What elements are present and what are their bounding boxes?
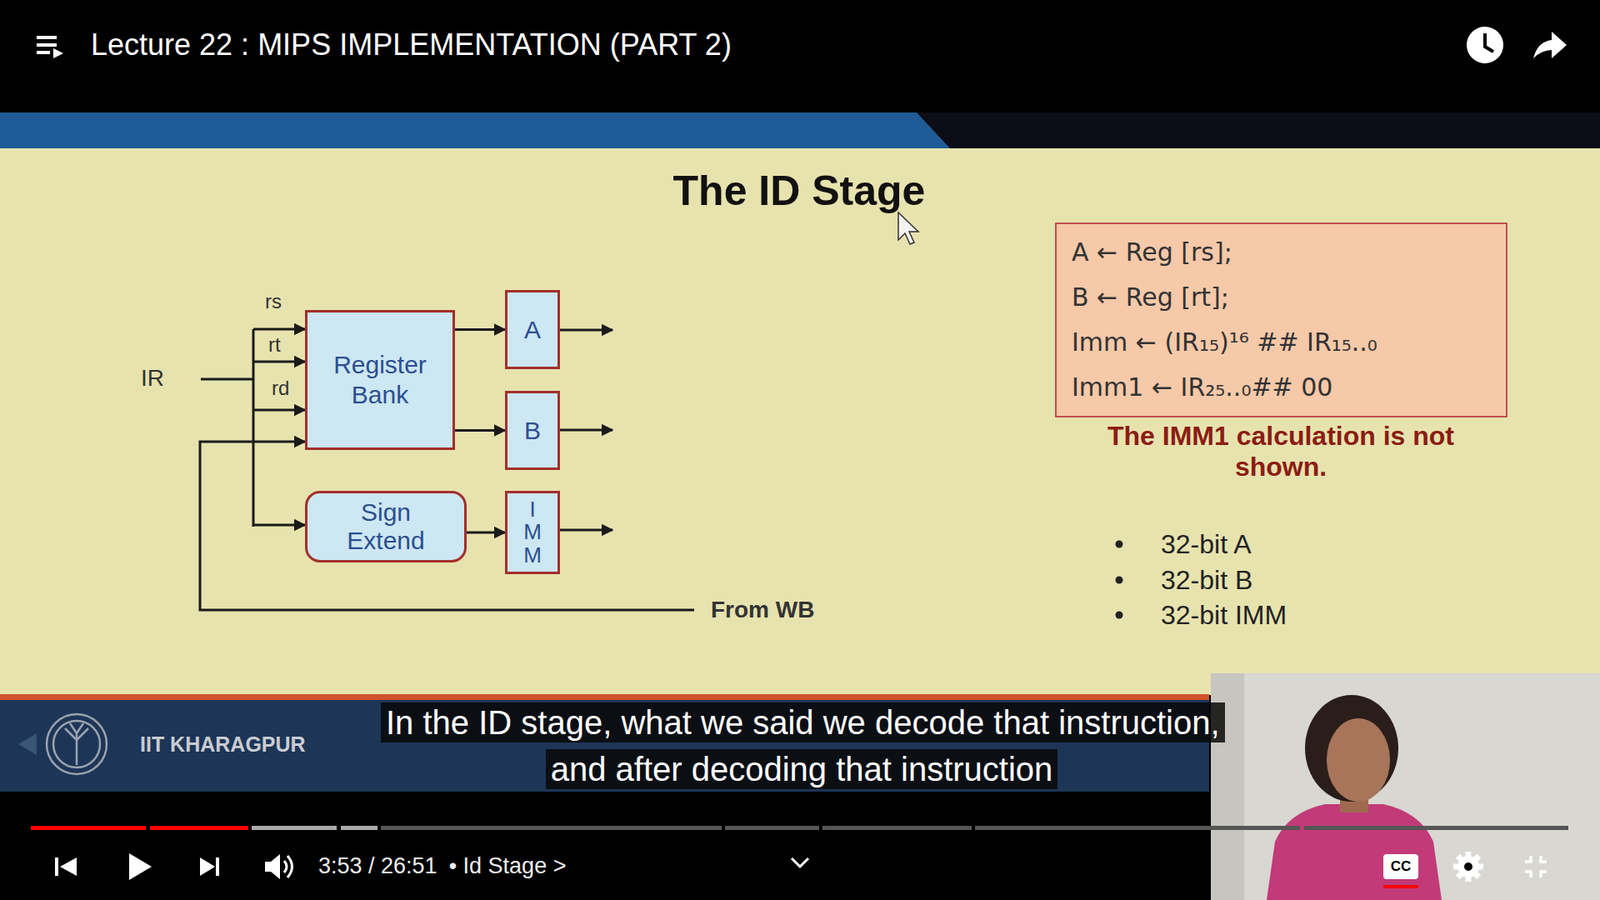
banner-strip [0, 112, 950, 149]
signal-name: From WB [710, 596, 815, 623]
institute-logo [46, 714, 107, 775]
chapter-name: • Id Stage > [449, 853, 567, 879]
register-bank-box: Register Bank [305, 310, 455, 450]
playlist-icon [36, 35, 64, 59]
cc-button-text: CC [1390, 858, 1412, 875]
signal-name-box: rs [265, 290, 282, 314]
connector-arrow [455, 328, 505, 331]
latch-b-box: B [505, 390, 560, 470]
signal-name-box: rt [268, 333, 281, 357]
signal-name: rs [265, 290, 282, 313]
institute-name: IIT KHARAGPUR [140, 732, 306, 756]
connector-arrow [455, 429, 505, 432]
latch-a-box: A [505, 290, 560, 370]
signal-name: rd [271, 376, 290, 400]
signal-name: IR [140, 365, 165, 391]
signal-name-box: IR [140, 365, 165, 392]
banner-dark [0, 112, 1600, 149]
slide-title-box: The ID Stage [673, 166, 926, 215]
mouse-cursor [898, 212, 919, 245]
institute-name-box: IIT KHARAGPUR [140, 732, 306, 757]
subtitle-text: In the ID stage, what we said we decode … [380, 702, 1225, 790]
bullet-text-box: 32-bit B [1160, 565, 1253, 596]
share-icon [1533, 31, 1567, 59]
box-label: Register Bank [321, 350, 439, 410]
box-label: A [524, 315, 541, 345]
signal-name-box: From WB [710, 596, 815, 624]
box-label: B [524, 415, 541, 446]
watch-later-icon [1466, 26, 1504, 64]
video-title-box: Lecture 22 : MIPS IMPLEMENTATION (PART 2… [90, 27, 732, 62]
box-label: I M M [521, 498, 544, 567]
player-controls [55, 851, 1547, 889]
bullet-text-box: 32-bit A [1160, 529, 1252, 560]
equation-line: Imm ← (IR₁₅)¹⁶ ## IR₁₅..₀ [1071, 320, 1378, 365]
slide-ground [0, 148, 1600, 695]
box-label: Sign Extend [335, 498, 436, 555]
bullet-dots [1115, 540, 1124, 620]
equation-line: B ← Reg [rt]; [1071, 275, 1230, 320]
sign-extend-box: Sign Extend [305, 490, 467, 563]
equation-line: Imm1 ← IR₂₅..₀## 00 [1071, 365, 1333, 410]
chapter-name-box: • Id Stage > [449, 853, 567, 880]
signal-name-box: rd [271, 376, 290, 400]
slide-title: The ID Stage [673, 167, 926, 215]
cc-button-text-box: CC [1390, 858, 1412, 875]
connector-arrow [466, 531, 505, 535]
time-display-box: 3:53 / 26:51 [318, 853, 438, 880]
bullet-text-box: 32-bit IMM [1160, 600, 1287, 631]
progress-bar [30, 825, 1569, 830]
footer-rule [0, 694, 1210, 700]
subtitle-text-box: In the ID stage, what we said we decode … [380, 699, 1223, 793]
latch-imm-box: I M M [505, 490, 560, 575]
time-display: 3:53 / 26:51 [318, 853, 438, 879]
equation-line: A ← Reg [rs]; [1071, 230, 1233, 275]
bullet-text: 32-bit B [1160, 565, 1253, 595]
equation-box: A ← Reg [rs];B ← Reg [rt];Imm ← (IR₁₅)¹⁶… [1055, 222, 1508, 418]
note-text: The IMM1 calculation is not shown. [1107, 420, 1455, 482]
video-title: Lecture 22 : MIPS IMPLEMENTATION (PART 2… [90, 27, 732, 62]
bullet-text: 32-bit A [1160, 529, 1252, 560]
note-text-box: The IMM1 calculation is not shown. [1097, 420, 1465, 483]
bullet-text: 32-bit IMM [1160, 600, 1287, 630]
webcam-inset [1210, 673, 1600, 900]
signal-name: rt [268, 333, 281, 356]
